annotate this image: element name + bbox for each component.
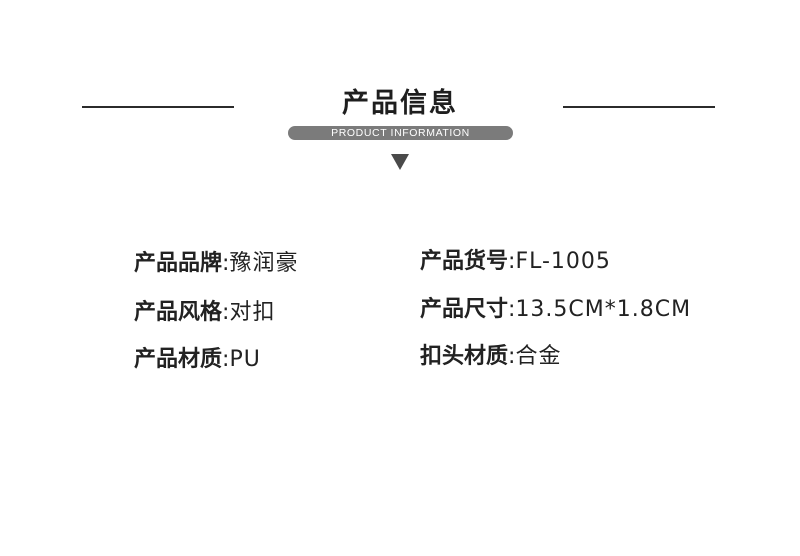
spec-separator: : bbox=[222, 300, 230, 325]
spec-size: 产品尺寸:13.5CM*1.8CM bbox=[420, 295, 691, 325]
section-title: 产品信息 bbox=[342, 88, 458, 119]
left-divider-line bbox=[82, 106, 234, 108]
spec-value: PU bbox=[229, 347, 261, 372]
spec-buckle-material: 扣头材质:合金 bbox=[420, 342, 561, 372]
section-subtitle-pill: PRODUCT INFORMATION bbox=[288, 126, 513, 140]
spec-value: 合金 bbox=[515, 344, 562, 369]
spec-separator: : bbox=[508, 297, 516, 322]
spec-label: 产品材质 bbox=[134, 347, 223, 372]
spec-value: FL-1005 bbox=[515, 249, 611, 274]
spec-separator: : bbox=[222, 251, 230, 276]
spec-label: 产品品牌 bbox=[134, 251, 223, 276]
spec-label: 扣头材质 bbox=[420, 344, 509, 369]
spec-style: 产品风格:对扣 bbox=[134, 298, 275, 328]
spec-value: 13.5CM*1.8CM bbox=[515, 297, 692, 322]
spec-value: 豫润豪 bbox=[229, 251, 299, 276]
spec-label: 产品尺寸 bbox=[420, 297, 509, 322]
right-divider-line bbox=[563, 106, 715, 108]
spec-value: 对扣 bbox=[229, 300, 276, 325]
spec-separator: : bbox=[508, 249, 516, 274]
down-arrow-icon bbox=[391, 154, 409, 170]
spec-separator: : bbox=[222, 347, 230, 372]
spec-separator: : bbox=[508, 344, 516, 369]
spec-item-number: 产品货号:FL-1005 bbox=[420, 247, 611, 277]
spec-label: 产品货号 bbox=[420, 249, 509, 274]
spec-material: 产品材质:PU bbox=[134, 345, 261, 375]
spec-brand: 产品品牌:豫润豪 bbox=[134, 249, 298, 279]
spec-label: 产品风格 bbox=[134, 300, 223, 325]
